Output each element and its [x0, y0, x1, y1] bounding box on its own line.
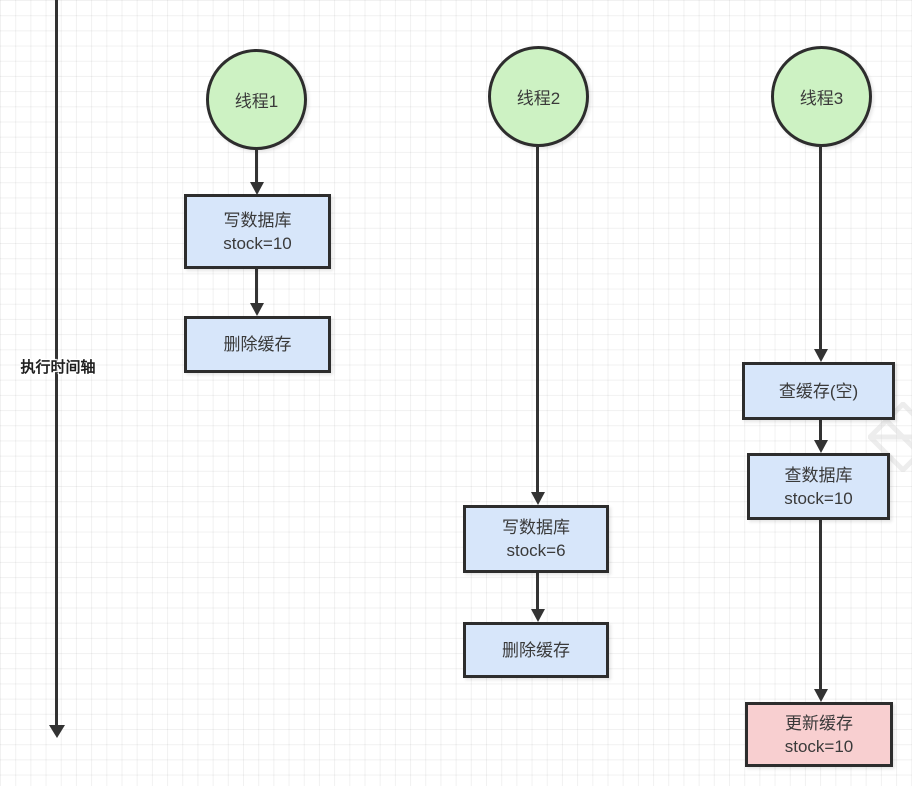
- arrow-thread3-query-db-to-update-cache[interactable]: [819, 520, 822, 690]
- thread3-step-query-db[interactable]: 查数据库 stock=10: [747, 453, 890, 520]
- thread2-circle[interactable]: 线程2: [488, 46, 589, 147]
- step-text-line1: 查缓存(空): [778, 381, 859, 401]
- step-text-line1: 写数据库: [502, 518, 570, 537]
- arrow-thread3-circle-to-query-cache[interactable]: [819, 147, 822, 350]
- arrow-thread1-circle-to-write-db[interactable]: [255, 150, 258, 183]
- step-text-line1: 查数据库: [784, 465, 853, 485]
- step-text-line2: stock=10: [223, 233, 292, 253]
- thread1-step-delete-cache[interactable]: 删除缓存: [184, 316, 331, 373]
- thread3-circle[interactable]: 线程3: [771, 46, 872, 147]
- thread1-step-write-db[interactable]: 写数据库 stock=10: [184, 194, 331, 269]
- step-text-line1: 写数据库: [223, 210, 292, 230]
- thread1-circle[interactable]: 线程1: [206, 49, 307, 150]
- step-text-line1: 删除缓存: [223, 335, 292, 354]
- thread3-step-update-cache[interactable]: 更新缓存 stock=10: [745, 702, 893, 767]
- thread2-step-write-db[interactable]: 写数据库 stock=6: [463, 505, 609, 573]
- arrow-thread2-circle-to-write-db[interactable]: [536, 147, 539, 493]
- step-text-line1: 删除缓存: [502, 640, 570, 660]
- thread3-label: 线程3: [799, 89, 844, 108]
- step-text-line2: stock=10: [784, 488, 853, 508]
- arrow-thread1-write-db-to-delete-cache[interactable]: [255, 269, 258, 304]
- thread3-step-query-cache[interactable]: 查缓存(空): [742, 362, 895, 420]
- thread1-label: 线程1: [234, 92, 279, 111]
- step-text-line2: stock=10: [784, 736, 854, 756]
- thread2-label: 线程2: [516, 89, 561, 108]
- timeline-arrow[interactable]: [55, 0, 58, 726]
- step-text-line2: stock=6: [506, 541, 566, 560]
- arrow-thread3-query-cache-to-query-db[interactable]: [819, 420, 822, 441]
- thread2-step-delete-cache[interactable]: 删除缓存: [463, 622, 609, 678]
- timeline-label: 执行时间轴: [20, 359, 96, 376]
- arrow-thread2-write-db-to-delete-cache[interactable]: [536, 573, 539, 610]
- step-text-line1: 更新缓存: [785, 713, 853, 733]
